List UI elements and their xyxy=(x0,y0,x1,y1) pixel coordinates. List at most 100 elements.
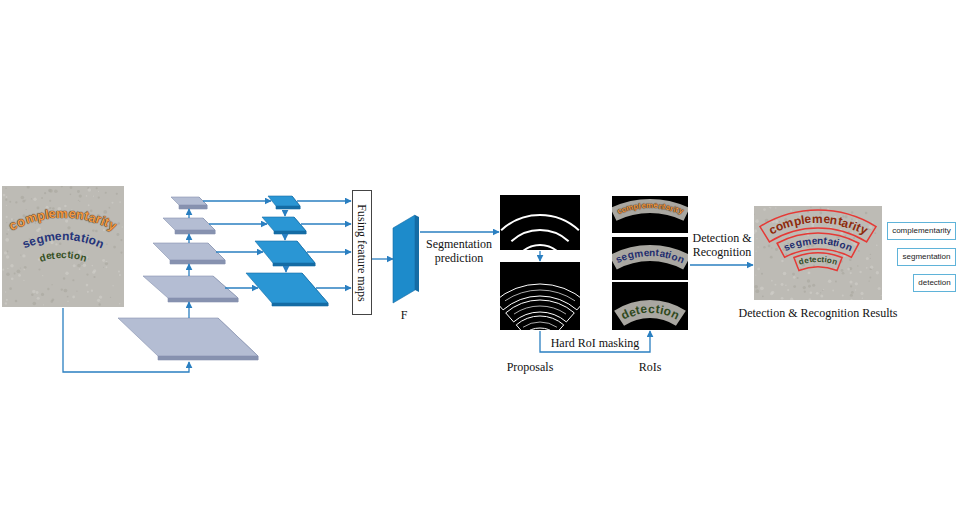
photo-speck xyxy=(850,285,852,287)
flow-arrow xyxy=(188,264,189,276)
photo-speck xyxy=(862,298,863,299)
photo-speck xyxy=(855,289,856,290)
photo-speck xyxy=(756,238,757,239)
photo-speck xyxy=(6,205,7,206)
text-centerline xyxy=(514,306,566,314)
photo-speck xyxy=(5,188,6,189)
photo-speck xyxy=(874,232,876,234)
photo-speck xyxy=(763,246,765,248)
image-letter: e xyxy=(804,213,812,226)
text-centerline xyxy=(501,215,579,230)
plate-face xyxy=(118,318,258,356)
photo-speck xyxy=(755,250,756,251)
photo-speck xyxy=(105,266,107,268)
photo-speck xyxy=(755,274,756,275)
image-letter: e xyxy=(643,248,649,258)
photo-speck xyxy=(851,291,854,294)
flow-connector xyxy=(372,258,393,259)
photo-speck xyxy=(781,283,784,286)
photo-speck xyxy=(7,250,9,252)
photo-speck xyxy=(36,291,39,294)
photo-speck xyxy=(106,243,108,245)
text-centerline xyxy=(511,230,568,241)
photo-speck xyxy=(754,229,757,232)
roi-image xyxy=(612,282,688,330)
result-text: complementarity xyxy=(892,226,951,236)
photo-speck xyxy=(850,272,852,274)
photo-speck xyxy=(86,273,88,275)
photo-speck xyxy=(858,250,860,252)
photo-speck xyxy=(769,207,770,208)
photo-speck xyxy=(49,189,53,193)
photo-speck xyxy=(841,269,844,272)
roi-image xyxy=(612,237,688,280)
photo-speck xyxy=(32,290,36,294)
flow-arrow xyxy=(188,234,189,243)
photo-speck xyxy=(92,271,95,274)
result-text: detection xyxy=(918,278,950,288)
image-letter: n xyxy=(831,258,838,267)
photo-speck xyxy=(79,268,81,270)
photo-speck xyxy=(103,229,105,231)
photo-speck xyxy=(6,196,8,198)
photo-speck xyxy=(67,226,70,229)
photo-speck xyxy=(849,280,852,283)
photo-speck xyxy=(20,267,21,268)
flow-arrow xyxy=(307,251,351,252)
photo-speck xyxy=(828,279,832,283)
photo-speck xyxy=(70,186,73,189)
photo-speck xyxy=(775,284,777,286)
plate-edge xyxy=(273,263,315,266)
photo-speck xyxy=(823,289,824,290)
photo-speck xyxy=(870,266,873,269)
photo-speck xyxy=(83,264,87,268)
plate-face xyxy=(246,273,328,303)
photo-speck xyxy=(881,295,882,296)
photo-speck xyxy=(781,260,783,262)
photo-speck xyxy=(118,222,121,225)
flow-arrow xyxy=(284,235,285,240)
photo-speck xyxy=(775,248,778,251)
slab-face xyxy=(393,215,415,303)
photo-speck xyxy=(876,271,879,274)
masked-text-region xyxy=(612,245,688,270)
photo-speck xyxy=(72,296,75,299)
photo-speck xyxy=(93,196,94,197)
photo-speck xyxy=(853,237,855,239)
photo-speck xyxy=(763,208,766,211)
photo-speck xyxy=(22,254,25,257)
photo-speck xyxy=(768,245,771,248)
photo-speck xyxy=(831,255,832,256)
flow-arrow xyxy=(225,287,258,288)
photo-speck xyxy=(820,292,821,293)
text-centerline xyxy=(523,322,557,327)
photo-speck xyxy=(5,291,7,293)
photo-speck xyxy=(33,198,36,201)
photo-speck xyxy=(822,290,823,291)
photo-speck xyxy=(3,194,6,197)
photo-speck xyxy=(93,276,95,278)
photo-speck xyxy=(103,267,104,268)
photo-speck xyxy=(41,197,43,199)
photo-speck xyxy=(9,287,12,290)
photo-speck xyxy=(109,207,111,209)
photo-speck xyxy=(88,204,90,206)
photo-speck xyxy=(804,290,806,292)
photo-speck xyxy=(61,186,63,187)
photo-speck xyxy=(59,242,62,245)
photo-speck xyxy=(86,195,88,197)
photo-speck xyxy=(70,194,72,196)
photo-speck xyxy=(103,210,107,214)
photo-speck xyxy=(810,291,813,294)
photo-speck xyxy=(55,243,57,245)
photo-speck xyxy=(754,214,755,215)
photo-speck xyxy=(4,251,7,254)
flow-arrow xyxy=(539,251,540,261)
photo-speck xyxy=(761,273,763,275)
photo-speck xyxy=(76,291,77,292)
photo-speck xyxy=(783,272,787,276)
photo-speck xyxy=(26,209,27,210)
photo-speck xyxy=(807,279,810,282)
photo-speck xyxy=(87,291,89,293)
photo-speck xyxy=(6,299,8,301)
